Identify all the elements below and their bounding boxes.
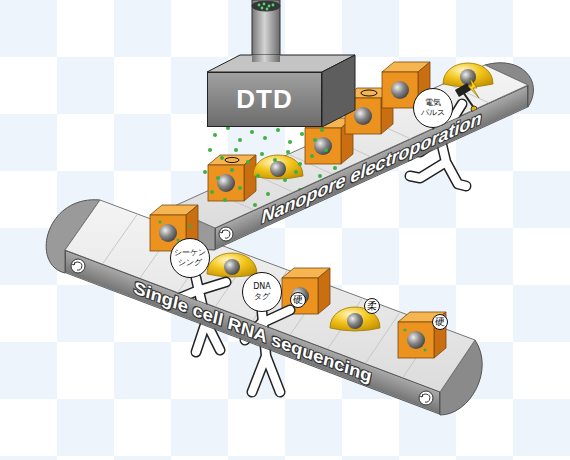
stiffness-tag: 柔 [364, 298, 380, 314]
stiffness-tag: 硬 [290, 292, 306, 308]
node-text: 硬 [293, 295, 303, 305]
roller-gear [71, 259, 85, 273]
node-text: 柔 [367, 301, 377, 311]
node-text: DNA タグ [245, 282, 279, 302]
worker-head-bubble: DNA タグ [242, 272, 282, 312]
lower-conveyor [46, 200, 482, 415]
stiffness-tag: 硬 [432, 314, 448, 330]
node-text: DTD [236, 84, 292, 115]
roller-gear [419, 391, 433, 405]
roller-gear [219, 227, 233, 241]
node-text: 硬 [435, 317, 445, 327]
dtd-machine [207, 0, 355, 127]
worker-head-bubble: シーケン シング [170, 238, 210, 278]
lower-cells [150, 205, 446, 358]
node-text: 電気 パルス [416, 98, 450, 118]
node-text: シーケン シング [173, 248, 207, 268]
machine-front-face: DTD [207, 72, 322, 127]
pulse-lever [455, 78, 479, 112]
